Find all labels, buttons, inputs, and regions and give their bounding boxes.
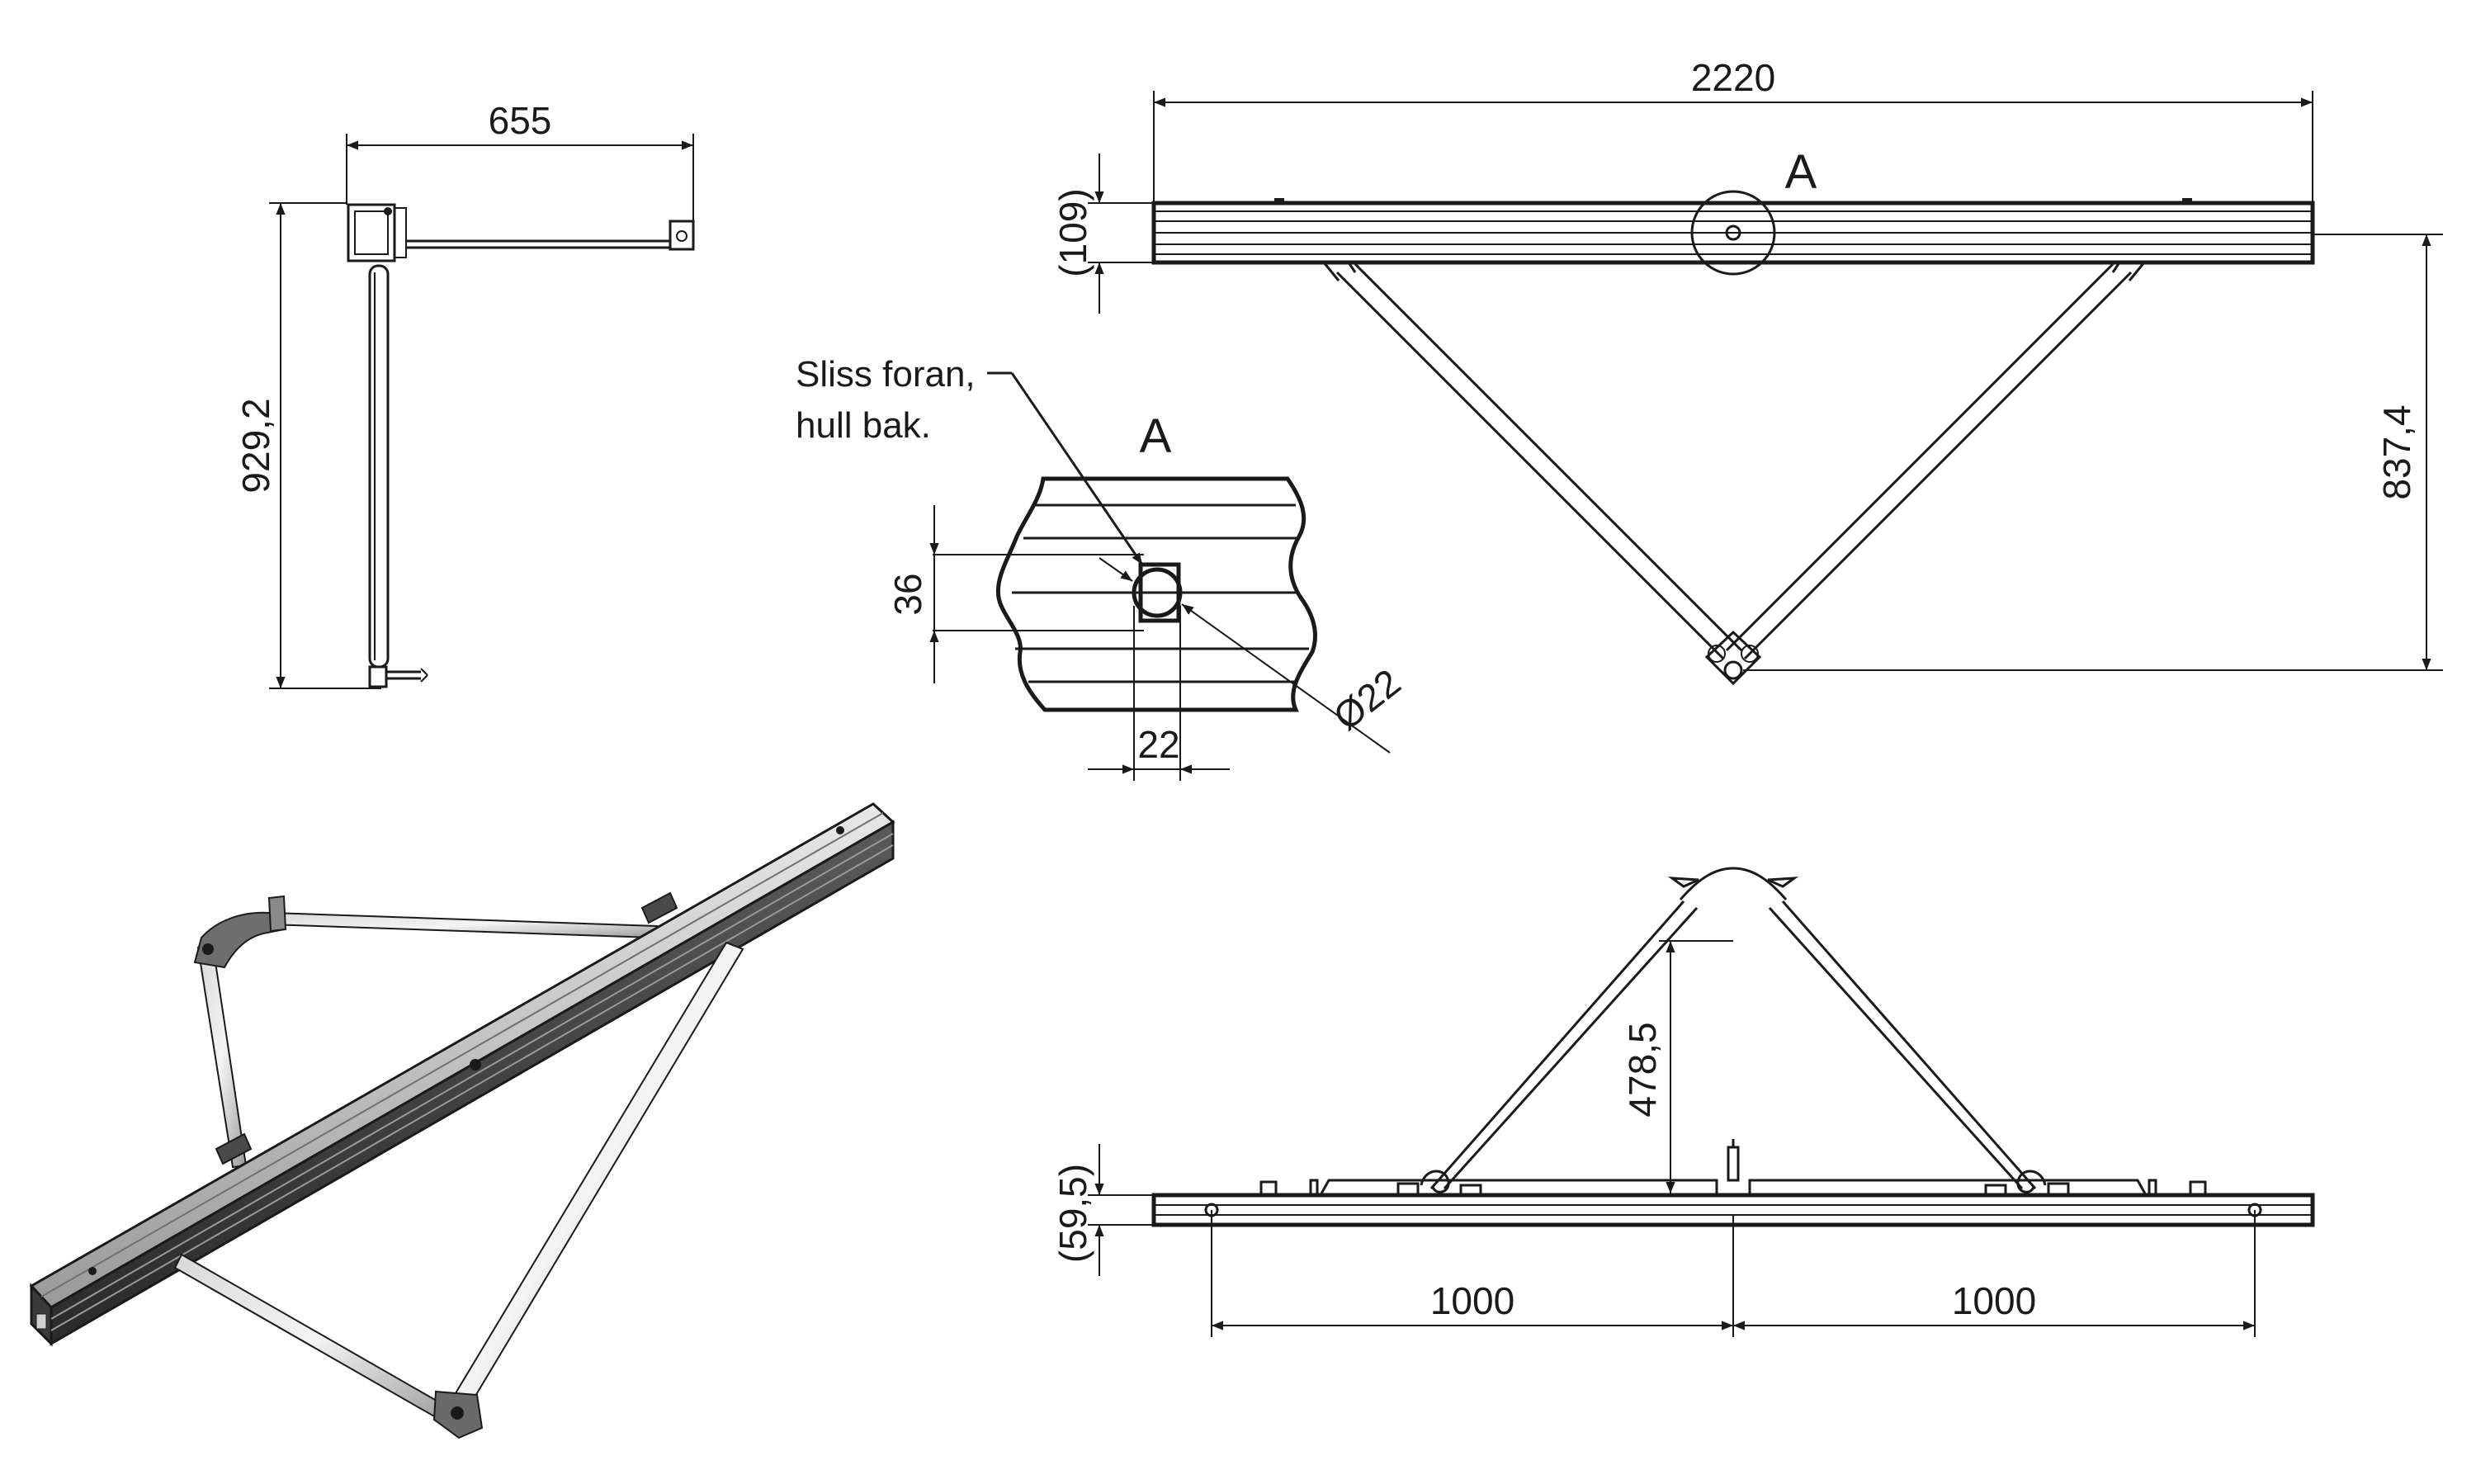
hole-diameter-dim: Ø22 [1325,660,1409,739]
front-profile-dim: (109) [1051,188,1094,276]
bottom-height-dim: 478,5 [1621,1022,1664,1117]
front-height-dim: 837,4 [2375,404,2418,499]
front-length-dim: 2220 [1691,56,1775,99]
bottom-profile-dim: (59,5) [1051,1164,1094,1263]
bottom-view: 478,5 (59,5) 1000 1000 [1051,867,2315,1337]
front-view: 2220 (109) 837,4 A [1051,56,2443,686]
slot-width-dim: 22 [1137,723,1179,766]
detail-a-view: A Sliss foran, hull bak. 36 22 [796,354,1408,781]
spacing-right-dim: 1000 [1952,1279,2036,1322]
top-view: 655 929,2 [234,99,695,689]
top-width-dim: 655 [489,99,552,142]
spacing-left-dim: 1000 [1430,1279,1514,1322]
top-height-dim: 929,2 [234,398,277,493]
detail-note-line1: Sliss foran, [796,354,976,395]
detail-marker-a: A [1785,145,1817,199]
slot-height-dim: 36 [886,573,929,615]
detail-note-line2: hull bak. [796,405,931,446]
isometric-view [29,802,895,1439]
detail-a-title: A [1140,409,1172,463]
